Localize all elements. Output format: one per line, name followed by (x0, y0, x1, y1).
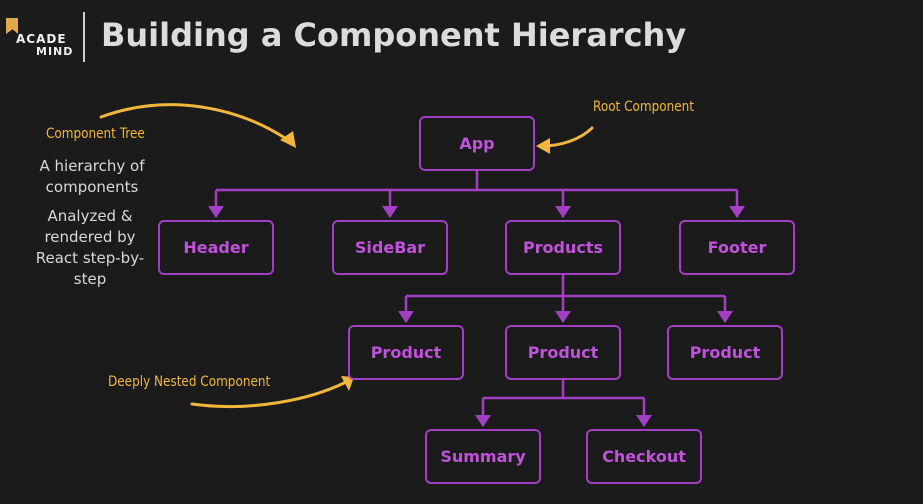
node-products: Products (505, 220, 621, 275)
node-footer: Footer (679, 220, 795, 275)
root-component-label: Root Component (593, 99, 695, 115)
academind-logo: ACADE MIND (6, 16, 86, 60)
node-product-1: Product (348, 325, 464, 380)
node-product-2: Product (505, 325, 621, 380)
node-header: Header (158, 220, 274, 275)
hierarchy-description: A hierarchy of components (39, 157, 145, 196)
rendering-description: Analyzed & rendered by React step-by-ste… (35, 207, 145, 288)
node-product-3: Product (667, 325, 783, 380)
component-tree-label: Component Tree (46, 126, 145, 142)
slide-title: Building a Component Hierarchy (101, 16, 687, 54)
node-checkout: Checkout (586, 429, 702, 484)
node-summary: Summary (425, 429, 541, 484)
title-divider (83, 12, 85, 62)
deeply-nested-arrow (190, 380, 348, 409)
logo-flag-icon (6, 18, 18, 34)
tree-arrowheads (208, 190, 745, 427)
logo-text-line1: ACADE (16, 32, 67, 46)
node-app: App (419, 116, 535, 171)
node-sidebar: SideBar (332, 220, 448, 275)
deeply-nested-component-label: Deeply Nested Component (108, 374, 271, 390)
component-tree-arrow (99, 103, 290, 142)
annotation-arrowheads (280, 131, 550, 391)
logo-text-line2: MIND (36, 45, 74, 58)
tree-lines (216, 171, 737, 400)
